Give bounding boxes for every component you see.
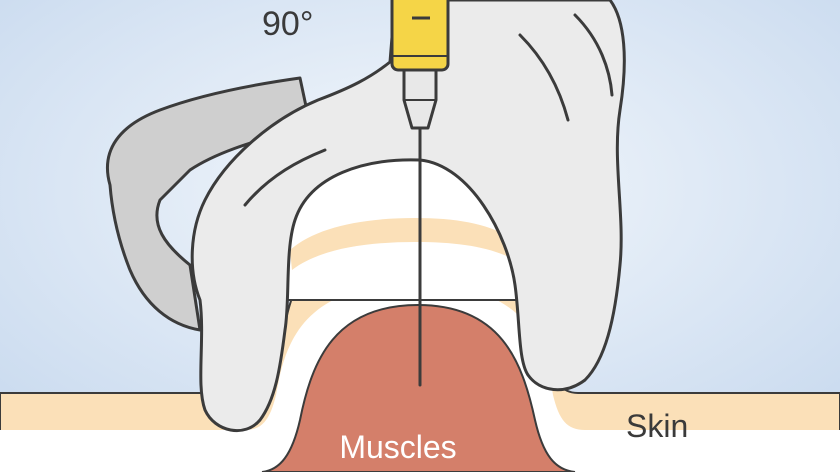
syringe-barrel — [390, 0, 450, 72]
glove-hand — [190, 0, 626, 432]
fold-skin-band — [290, 218, 530, 270]
glove-seam-2 — [518, 33, 570, 122]
glove-seam-3 — [573, 13, 614, 97]
muscles-label: Muscles — [339, 429, 456, 465]
glove-back-fingers — [105, 76, 312, 332]
skin-label: Skin — [626, 408, 688, 444]
glove-seam-1 — [243, 148, 327, 207]
angle-label: 90° — [262, 5, 313, 43]
muscle-layer — [261, 303, 576, 472]
